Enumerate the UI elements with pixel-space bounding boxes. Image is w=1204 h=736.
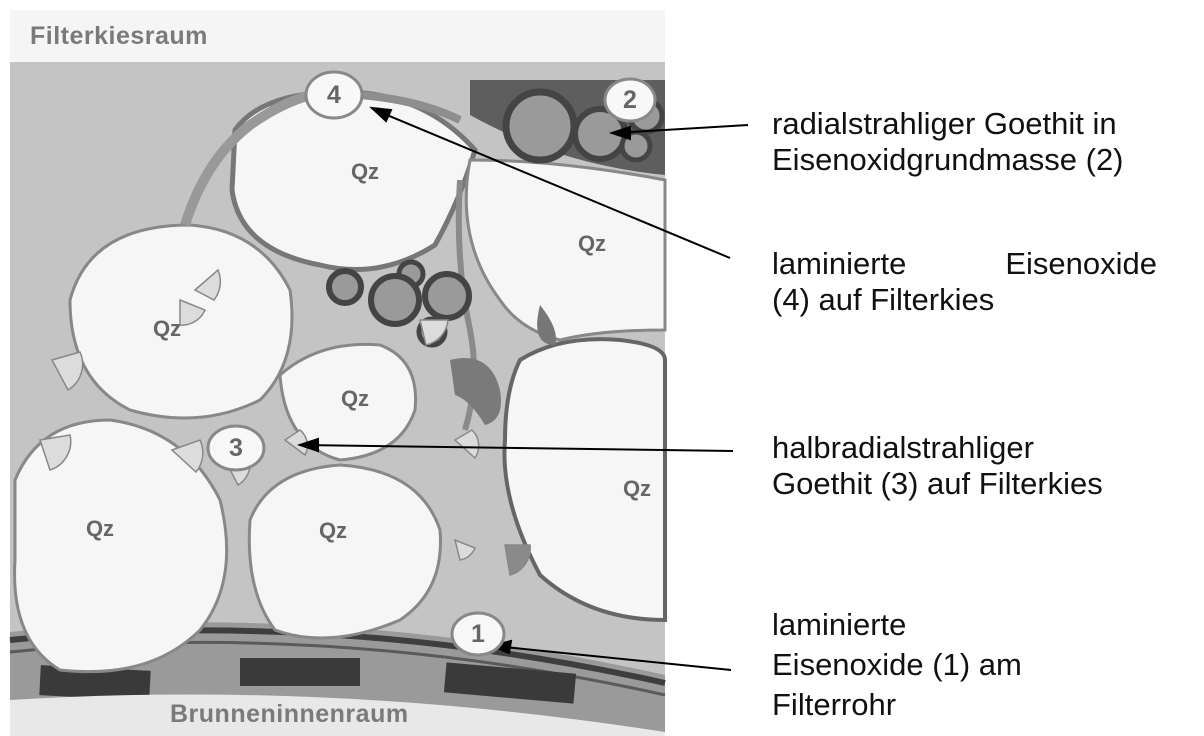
grain-label: Qz: [319, 518, 347, 543]
svg-text:4: 4: [327, 81, 341, 109]
legend-line: (4) auf Filterkies: [772, 282, 1197, 318]
legend-goethite-radial: radialstrahliger Goethit in Eisenoxidgru…: [772, 106, 1197, 178]
marker-2: 2: [605, 79, 655, 121]
legend-line: laminierte Eisenoxide: [772, 246, 1157, 282]
legend-line: halbradialstrahliger: [772, 430, 1197, 466]
pipe-slot: [240, 658, 360, 686]
grain-label: Qz: [578, 231, 606, 256]
grain-label: Qz: [351, 159, 379, 184]
grain-label: Qz: [86, 516, 114, 541]
region-label-top: Filterkiesraum: [30, 22, 208, 51]
legend-line: laminierte: [772, 605, 1197, 645]
legend-line: Goethit (3) auf Filterkies: [772, 466, 1197, 502]
legend-half-radial: halbradialstrahliger Goethit (3) auf Fil…: [772, 430, 1197, 502]
grain-label: Qz: [153, 316, 181, 341]
legend-line: Filterrohr: [772, 685, 1197, 725]
grain-label: Qz: [623, 476, 651, 501]
legend-line: Eisenoxidgrundmasse (2): [772, 142, 1197, 178]
legend-line: Eisenoxide (1) am: [772, 645, 1197, 685]
marker-1: 1: [452, 613, 504, 655]
legend-laminated-gravel: laminierte Eisenoxide (4) auf Filterkies: [772, 246, 1197, 318]
svg-text:2: 2: [623, 86, 637, 114]
quartz-grain: [249, 465, 440, 638]
region-label-bottom: Brunneninnenraum: [170, 700, 409, 729]
legend-laminated-pipe: laminierte Eisenoxide (1) am Filterrohr: [772, 605, 1197, 725]
marker-4: 4: [306, 72, 362, 118]
legend-word: Eisenoxide: [1005, 246, 1157, 282]
svg-text:3: 3: [229, 434, 243, 462]
legend-word: laminierte: [772, 246, 906, 282]
legend-line: radialstrahliger Goethit in: [772, 106, 1197, 142]
grain-label: Qz: [341, 386, 369, 411]
svg-text:1: 1: [471, 620, 485, 648]
marker-3: 3: [208, 426, 264, 470]
